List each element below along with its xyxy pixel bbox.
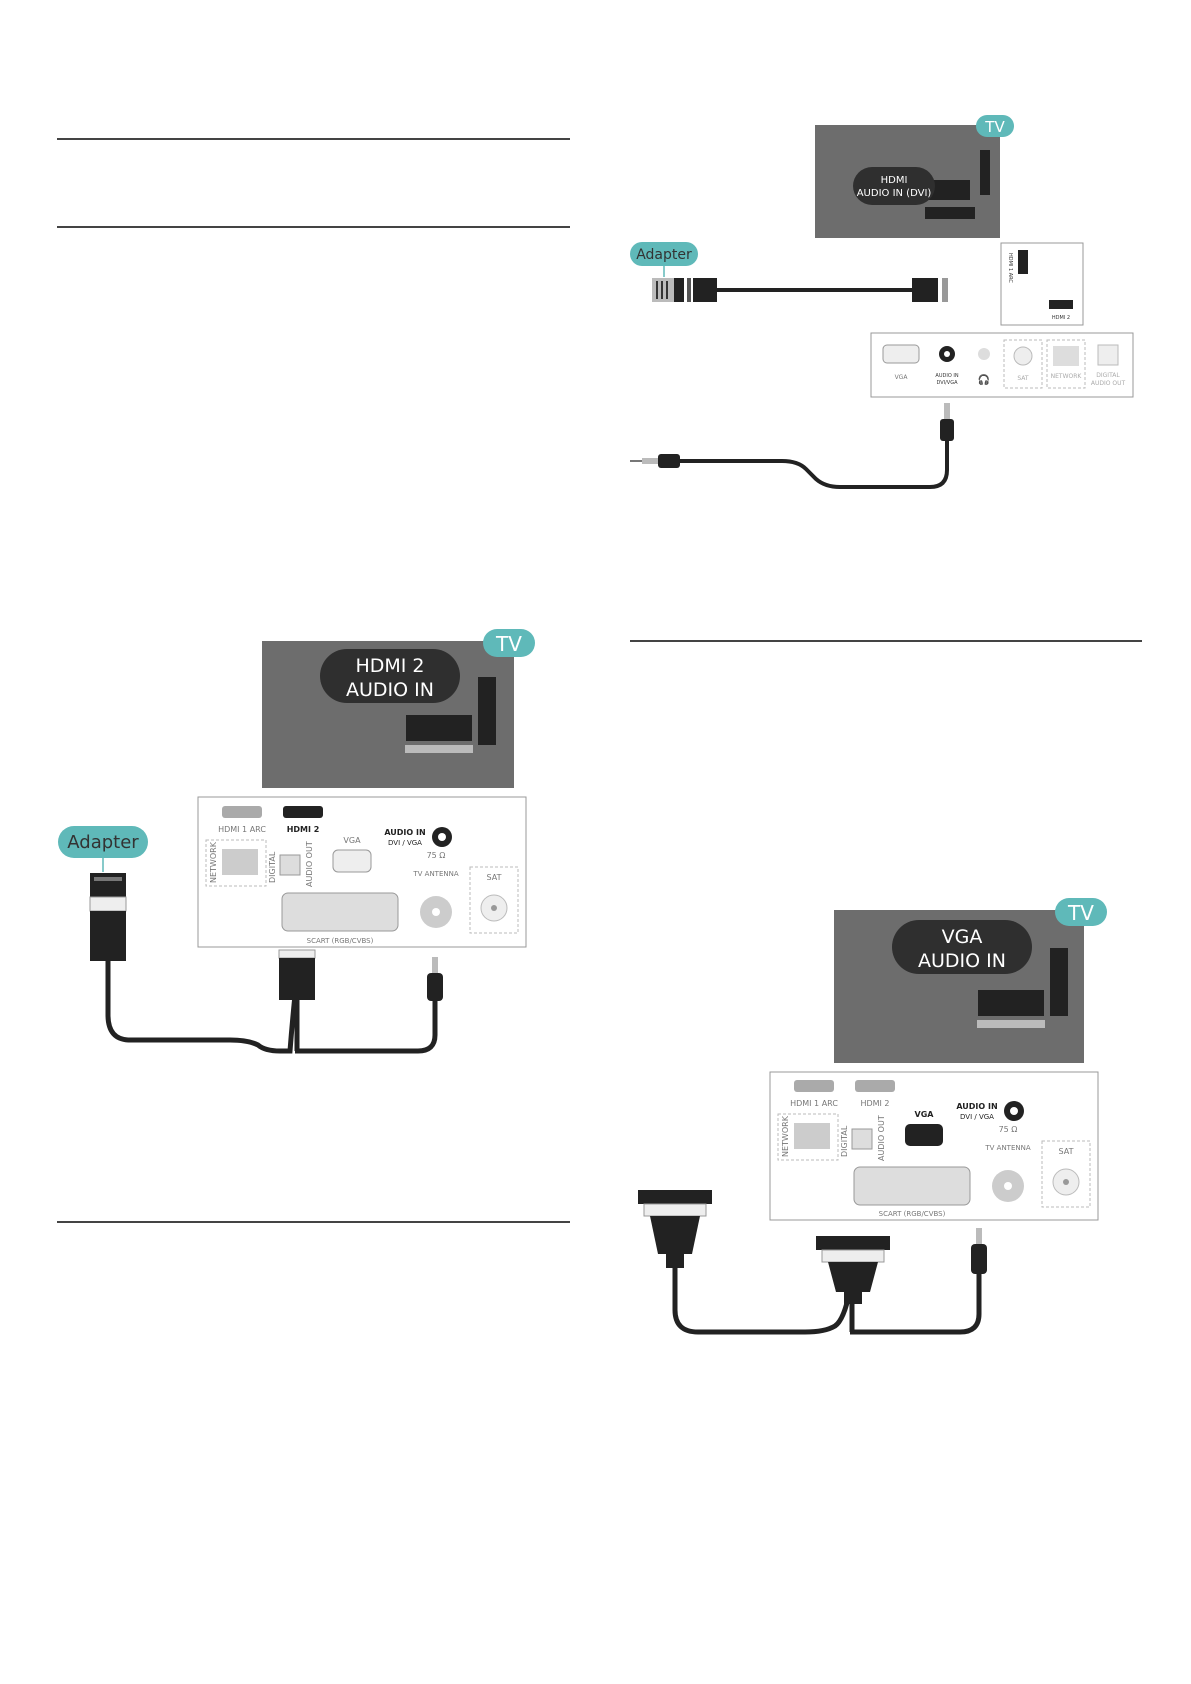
vga-label: VGA [915,1110,935,1119]
scart-label: SCART (RGB/CVBS) [879,1210,946,1218]
hdmi1-port [1018,250,1028,274]
tv-badge-text: TV [984,118,1005,136]
digital-out-port [851,1128,873,1150]
tv-antenna-label: TV ANTENNA [412,870,458,878]
adapter-badge [630,242,698,266]
section-divider [57,226,570,228]
hdmi2-label: HDMI 2 [1052,315,1070,321]
hdmi2-port [855,1080,895,1092]
hdmi1-arc-port [794,1080,834,1092]
audio-jack-plug [971,1228,987,1274]
network-label: NETWORK [1051,373,1083,380]
tv-label-line1: HDMI 2 [355,655,424,677]
hdmi1-arc-label: HDMI 1 ARC [790,1099,838,1108]
vga-label: VGA [343,836,361,845]
audio-cable [850,1274,982,1335]
tv-badge [976,115,1014,137]
audio-out-label: AUDIO OUT [877,1115,886,1161]
network-port [1053,346,1079,366]
hdmi2-label: HDMI 2 [287,825,320,834]
tv-label-pill [320,649,460,703]
vga-audio-in-connection-diagram: VGA AUDIO IN TV HDMI 1 ARC HDMI 2 NETWOR… [638,898,1107,1335]
vga-port [332,849,372,873]
digital-audio-out-port [1097,344,1119,366]
vga-label: VGA [895,374,909,381]
hdmi-inset-panel [1000,242,1084,326]
hdmi-plug [912,278,938,302]
digital-audio-out-line2: AUDIO OUT [1091,380,1126,387]
adapter-label: Adapter [67,832,139,853]
tv-badge [1055,898,1107,926]
tv-label-line1: HDMI [881,175,908,186]
audio-cable [295,1001,438,1054]
section-divider [57,1221,570,1223]
headphone-jack [978,348,990,360]
digital-label: DIGITAL [268,851,277,883]
audio-in-line2: DVI / VGA [388,839,422,847]
tv-label-pill [853,167,935,205]
hdmi2-label: HDMI 2 [860,1099,889,1108]
tv-badge-text: TV [1067,901,1094,925]
adapter-label: Adapter [636,247,692,263]
hdmi1-arc-port [222,806,262,818]
audio-in-line1: AUDIO IN [384,828,425,837]
audio-in-line1: AUDIO IN [935,373,958,379]
digital-out-port [279,854,301,876]
hdmi-plug [278,949,316,1000]
audio-jack-plug [427,957,443,1001]
scart-port [281,892,399,932]
tv-label-line1: VGA [942,926,983,948]
vga-plug-right [816,1236,890,1304]
section-divider [630,640,1142,642]
vga-cable [672,1268,853,1335]
ohm-label: 75 Ω [999,1125,1018,1134]
hdmi2-port [283,806,323,818]
tv-label-line2: AUDIO IN [346,679,434,701]
audio-in-line2: DVI / VGA [960,1113,994,1121]
digital-label: DIGITAL [840,1125,849,1157]
audio-jack-plug [940,403,954,441]
tv-badge [483,629,535,657]
sat-label: SAT [1017,375,1029,382]
network-label: NETWORK [781,1115,790,1157]
hdmi1-arc-label: HDMI 1 ARC [218,825,266,834]
hdmi2-audio-in-connection-diagram: HDMI 2 AUDIO IN TV HDMI 1 ARC HDMI 2 NET… [58,629,535,1054]
tv-label-line2: AUDIO IN (DVI) [857,188,932,199]
connector-panel [870,332,1134,398]
sat-label: SAT [487,873,502,882]
hdmi-dvi-connection-diagram: HDMI AUDIO IN (DVI) TV HDMI 1 ARC HDMI 2… [630,115,1134,489]
hdmi-cable [105,961,298,1054]
network-port [794,1123,830,1149]
audio-in-line1: AUDIO IN [956,1102,997,1111]
sat-label: SAT [1059,1147,1074,1156]
audio-cable [680,441,949,489]
scart-label: SCART (RGB/CVBS) [307,937,374,945]
adapter-badge [58,826,148,858]
hdmi2-port [1049,300,1073,309]
tv-antenna-label: TV ANTENNA [984,1144,1030,1152]
network-label: NETWORK [209,841,218,883]
digital-audio-out-line1: DIGITAL [1096,372,1120,379]
dvi-adapter-plug [652,278,717,302]
audio-out-label: AUDIO OUT [305,841,314,887]
network-port [222,849,258,875]
vga-port [905,1124,943,1146]
sat-port [1013,346,1033,366]
vga-plug-left [638,1190,712,1268]
ohm-label: 75 Ω [427,851,446,860]
headphone-icon: 🎧 [978,373,990,386]
dvi-adapter-plug [89,873,127,961]
tv-label-pill [892,920,1032,974]
vga-port [882,344,920,364]
section-divider [57,138,570,140]
scart-port [853,1166,971,1206]
hdmi1-arc-label: HDMI 1 ARC [1007,253,1013,283]
tv-label-line2: AUDIO IN [918,950,1006,972]
audio-in-line2: DVI/VGA [936,380,958,386]
tv-badge-text: TV [495,632,522,656]
audio-jack-plug-end [630,454,680,468]
